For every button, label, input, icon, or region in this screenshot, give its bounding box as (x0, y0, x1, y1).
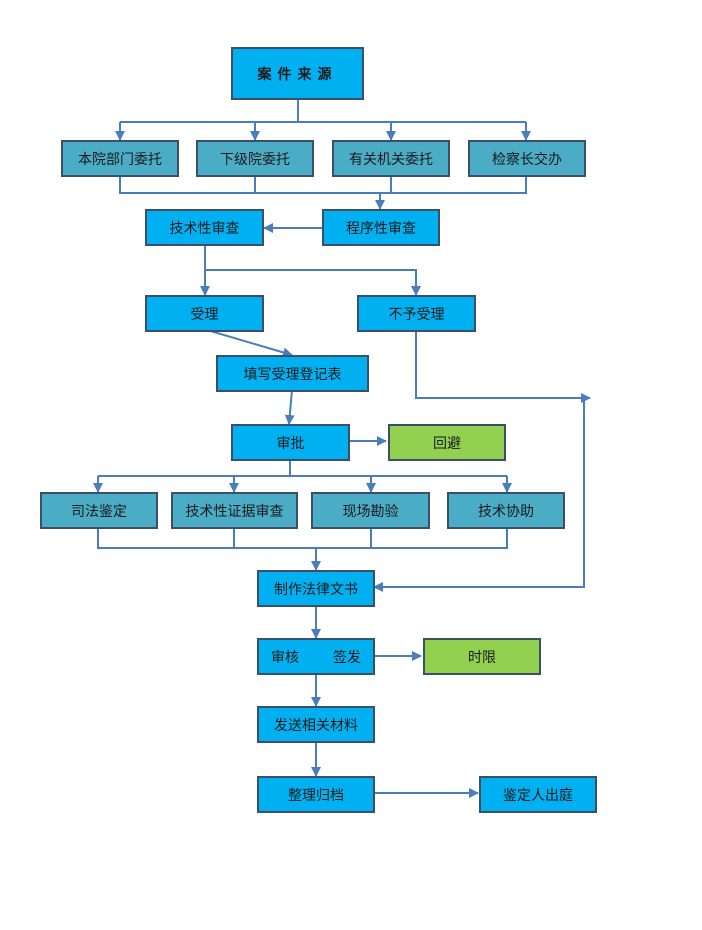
commission-node-agency: 有关机关委托 (332, 140, 450, 177)
accept-node: 受理 (145, 295, 264, 332)
connector-reject-route (415, 331, 591, 403)
recuse-node: 回避 (388, 424, 506, 461)
commission-node-lower-court: 下级院委托 (196, 140, 314, 177)
task-node-forensic: 司法鉴定 (40, 492, 158, 529)
task-node-tech-assist: 技术协助 (447, 492, 565, 529)
connector-commission-merge (119, 177, 527, 194)
case-source-node: 案件来源 (231, 47, 364, 100)
technical-review-node: 技术性审查 (145, 209, 264, 246)
commission-node-chief: 检察长交办 (468, 140, 586, 177)
review-label: 审核 (271, 649, 299, 666)
connector-task-merge (97, 527, 508, 549)
sign-label: 签发 (333, 649, 361, 666)
testify-node: 鉴定人出庭 (479, 776, 597, 813)
task-node-evidence-review: 技术性证据审查 (171, 492, 298, 529)
task-node-site-inspection: 现场勘验 (311, 492, 430, 529)
archive-node: 整理归档 (257, 776, 375, 813)
connector-accept-to-form (206, 329, 293, 358)
procedural-review-node: 程序性审查 (322, 209, 440, 246)
approve-node: 审批 (231, 424, 350, 461)
send-materials-node: 发送相关材料 (257, 706, 375, 743)
make-document-node: 制作法律文书 (257, 570, 375, 607)
commission-node-internal: 本院部门委托 (61, 140, 179, 177)
connector-technical-to-reject (205, 269, 421, 296)
connector-right-rail (373, 398, 585, 592)
fill-form-node: 填写受理登记表 (216, 355, 369, 392)
reject-node: 不予受理 (357, 295, 476, 332)
time-limit-node: 时限 (423, 638, 541, 675)
connector-form-to-approve (284, 389, 295, 425)
review-sign-node: 审核 签发 (257, 638, 375, 675)
